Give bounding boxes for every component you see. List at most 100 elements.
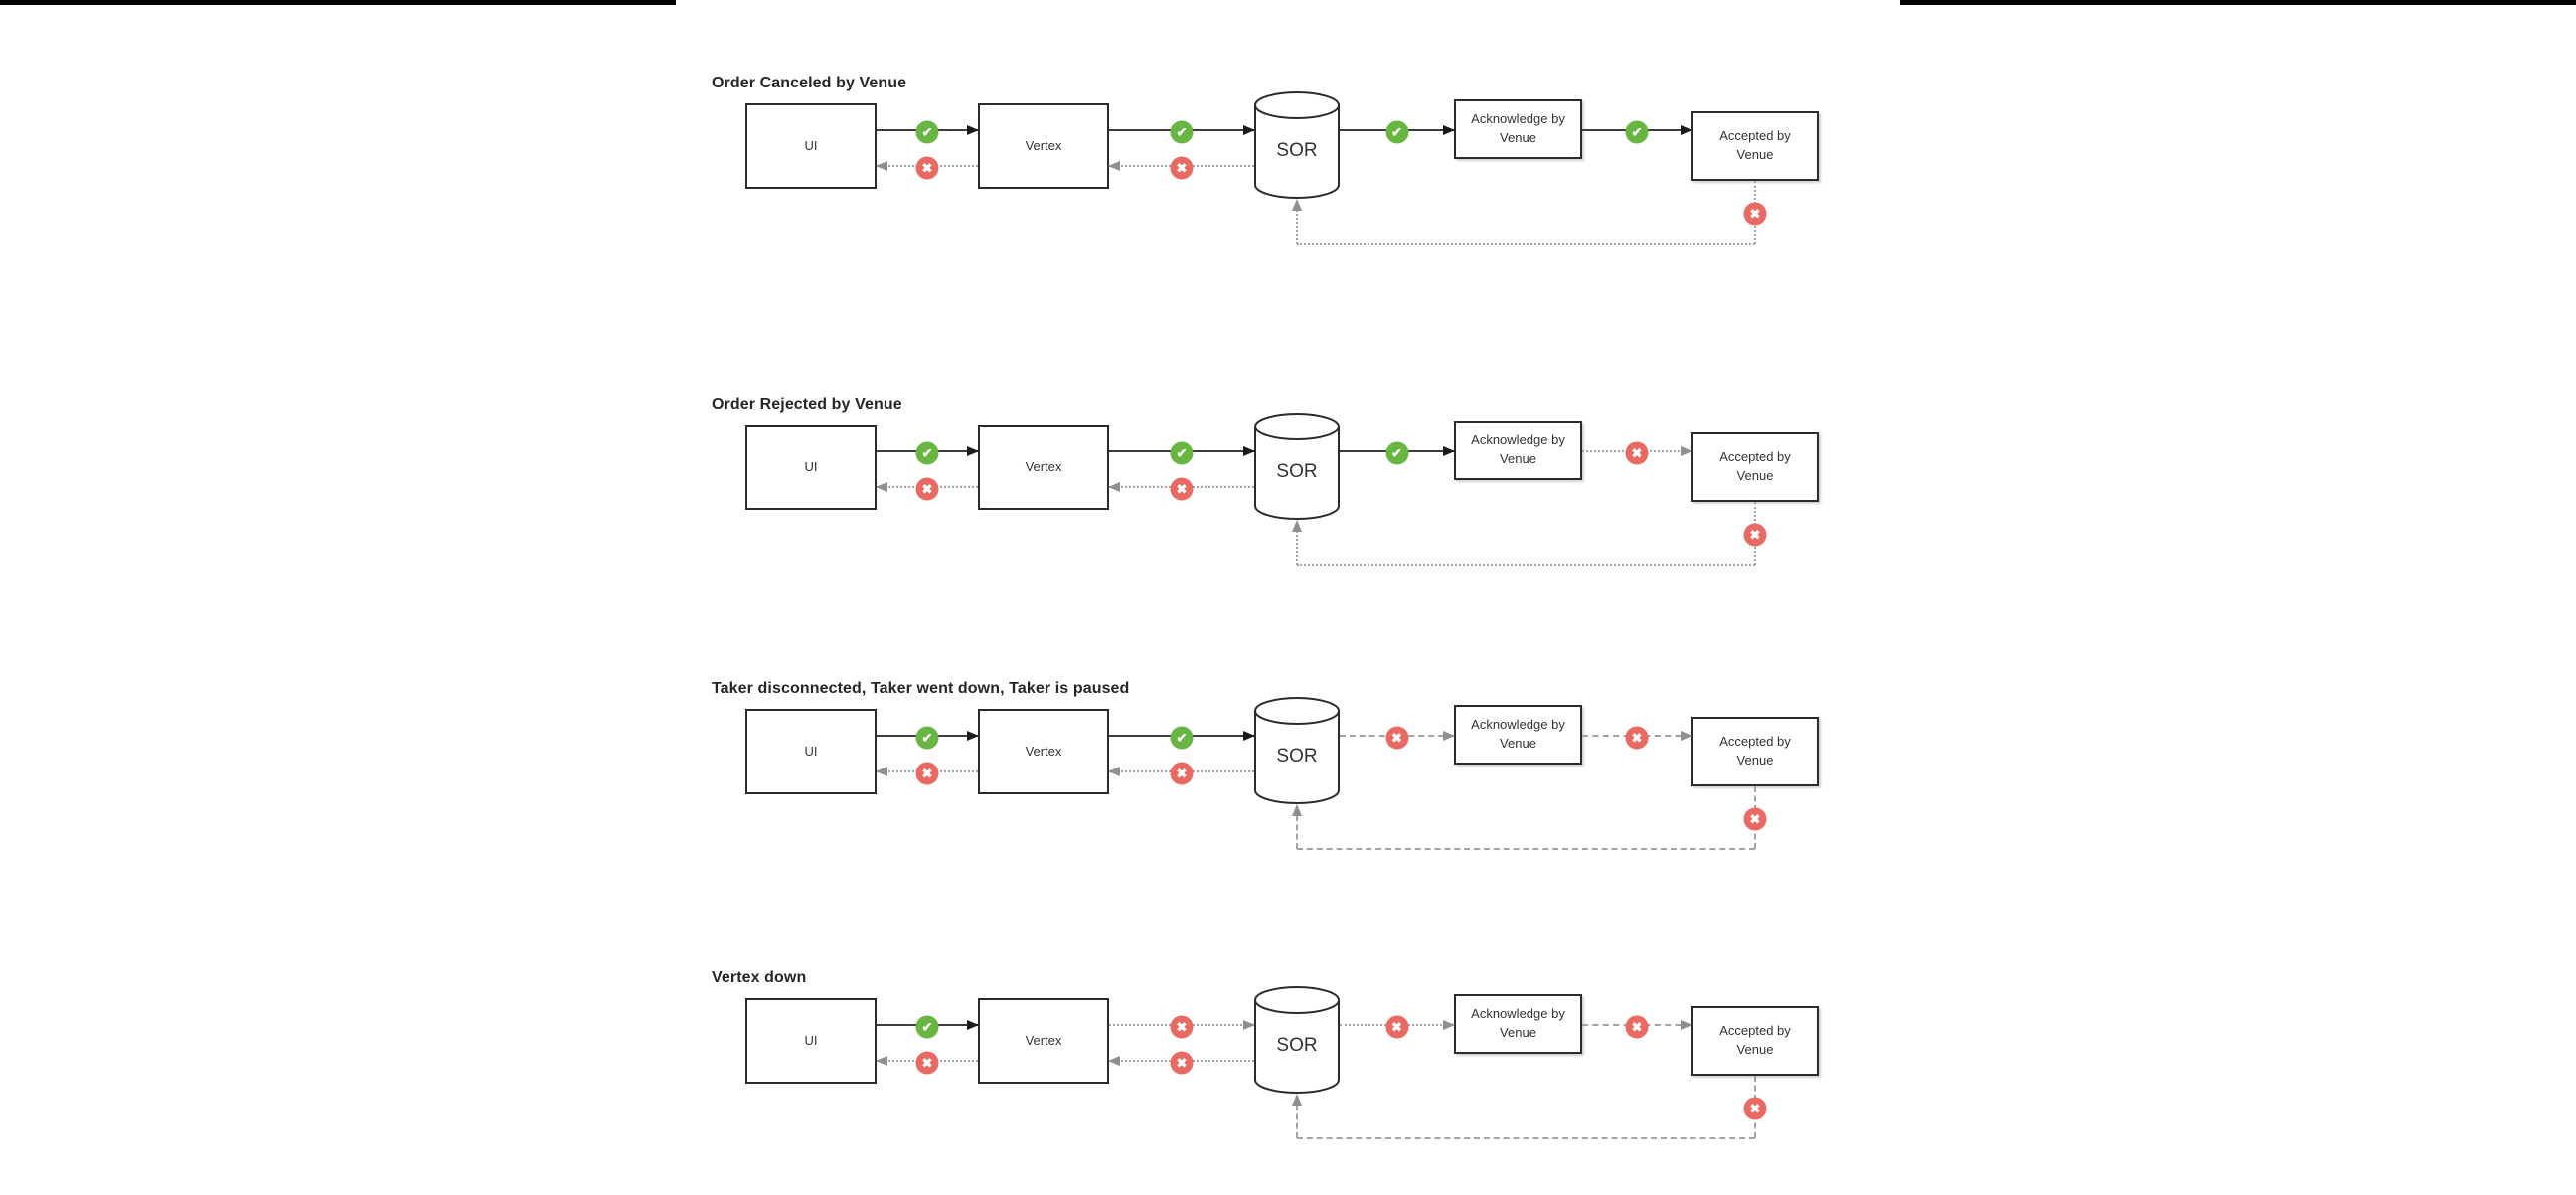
arrowhead-left-icon xyxy=(876,1056,887,1066)
node-ui-label: UI xyxy=(804,1032,818,1048)
arrowhead-right-icon xyxy=(1243,1020,1255,1030)
scenario-row: Taker disconnected, Taker went down, Tak… xyxy=(696,680,1849,914)
arrowhead-right-icon xyxy=(1443,125,1455,135)
arrowhead-right-icon xyxy=(1681,446,1692,456)
status-fail-icon: ✖ xyxy=(1743,807,1767,831)
node-sor-label: SOR xyxy=(1276,140,1318,162)
connector-sor-ack: ✔ xyxy=(1340,441,1455,465)
node-accepted-by-venue: Accepted by Venue xyxy=(1691,111,1819,181)
node-acknowledge-by-venue: Acknowledge by Venue xyxy=(1454,994,1582,1054)
arrowhead-right-icon xyxy=(967,125,979,135)
arrowhead-right-icon xyxy=(1681,1020,1692,1030)
arrowhead-left-icon xyxy=(876,482,887,492)
node-ui-label: UI xyxy=(804,458,818,474)
scenario-row: Vertex down UI Vertex SOR Acknowledge by… xyxy=(696,969,1849,1195)
arrowhead-right-icon xyxy=(1681,731,1692,741)
connector-sor-ack: ✖ xyxy=(1340,726,1455,750)
connector-vertex-sor: ✔ xyxy=(1109,726,1255,750)
connector-sor-vertex: ✖ xyxy=(1108,1051,1254,1075)
arrowhead-right-icon xyxy=(1443,731,1455,741)
arrowhead-up-icon xyxy=(1292,804,1302,816)
connector-ui-vertex: ✔ xyxy=(877,120,979,144)
status-fail-icon: ✖ xyxy=(1625,441,1649,465)
node-vertex: Vertex xyxy=(978,103,1109,189)
scenario-row: Order Rejected by Venue UI Vertex SOR Ac… xyxy=(696,396,1849,629)
status-success-icon: ✔ xyxy=(1385,120,1408,144)
arrowhead-left-icon xyxy=(1108,1056,1120,1066)
arrowhead-left-icon xyxy=(1108,767,1120,776)
top-border-left xyxy=(0,0,676,5)
status-fail-icon: ✖ xyxy=(1170,1015,1194,1039)
node-ack-label: Acknowledge by Venue xyxy=(1471,432,1565,466)
arrowhead-left-icon xyxy=(876,161,887,171)
status-fail-icon: ✖ xyxy=(1170,156,1194,180)
node-ui-label: UI xyxy=(804,137,818,153)
status-success-icon: ✔ xyxy=(1170,726,1194,750)
arrowhead-left-icon xyxy=(1108,161,1120,171)
node-ui-label: UI xyxy=(804,743,818,759)
status-success-icon: ✔ xyxy=(1170,441,1194,465)
arrowhead-right-icon xyxy=(1243,125,1255,135)
connector-vertex-sor: ✖ xyxy=(1109,1015,1255,1039)
feedback-line-to-sor xyxy=(1296,531,1298,565)
status-success-icon: ✔ xyxy=(915,726,939,750)
arrowhead-right-icon xyxy=(967,446,979,456)
connector-ack-accepted: ✖ xyxy=(1582,726,1692,750)
node-vertex: Vertex xyxy=(978,998,1109,1084)
node-accepted-by-venue: Accepted by Venue xyxy=(1691,1006,1819,1076)
status-fail-icon: ✖ xyxy=(1743,523,1767,547)
feedback-line-to-sor xyxy=(1296,210,1298,244)
node-acknowledge-by-venue: Acknowledge by Venue xyxy=(1454,705,1582,765)
status-success-icon: ✔ xyxy=(915,120,939,144)
node-acknowledge-by-venue: Acknowledge by Venue xyxy=(1454,99,1582,159)
node-vertex: Vertex xyxy=(978,425,1109,510)
node-vertex-label: Vertex xyxy=(1025,137,1062,153)
status-fail-icon: ✖ xyxy=(915,156,939,180)
node-ui: UI xyxy=(745,425,877,510)
arrowhead-right-icon xyxy=(1443,1020,1455,1030)
arrowhead-right-icon xyxy=(1681,125,1692,135)
database-cylinder-icon xyxy=(1254,413,1340,520)
node-vertex: Vertex xyxy=(978,709,1109,794)
connector-vertex-sor: ✔ xyxy=(1109,441,1255,465)
node-sor-label: SOR xyxy=(1276,461,1318,483)
database-cylinder-icon xyxy=(1254,91,1340,199)
connector-sor-ack: ✔ xyxy=(1340,120,1455,144)
connector-vertex-sor: ✔ xyxy=(1109,120,1255,144)
status-success-icon: ✔ xyxy=(915,1015,939,1039)
connector-vertex-ui: ✖ xyxy=(876,156,978,180)
arrowhead-right-icon xyxy=(1443,446,1455,456)
status-success-icon: ✔ xyxy=(1625,120,1649,144)
node-sor: SOR xyxy=(1254,986,1340,1094)
node-accepted-label: Accepted by Venue xyxy=(1719,128,1791,162)
node-ack-label: Acknowledge by Venue xyxy=(1471,717,1565,751)
connector-vertex-ui: ✖ xyxy=(876,1051,978,1075)
scenario-title: Taker disconnected, Taker went down, Tak… xyxy=(712,680,1130,697)
node-accepted-label: Accepted by Venue xyxy=(1719,449,1791,483)
feedback-line-to-sor xyxy=(1296,1105,1298,1138)
node-ack-label: Acknowledge by Venue xyxy=(1471,111,1565,145)
scenario-row: Order Canceled by Venue UI Vertex SOR Ac… xyxy=(696,75,1849,308)
node-vertex-label: Vertex xyxy=(1025,458,1062,474)
connector-ack-accepted: ✔ xyxy=(1582,120,1692,144)
node-vertex-label: Vertex xyxy=(1025,743,1062,759)
node-sor-label: SOR xyxy=(1276,746,1318,768)
node-ui: UI xyxy=(745,709,877,794)
arrowhead-right-icon xyxy=(1243,731,1255,741)
node-ui: UI xyxy=(745,998,877,1084)
arrowhead-right-icon xyxy=(1243,446,1255,456)
node-ui: UI xyxy=(745,103,877,189)
status-fail-icon: ✖ xyxy=(1385,1015,1408,1039)
connector-sor-vertex: ✖ xyxy=(1108,477,1254,501)
node-sor: SOR xyxy=(1254,91,1340,199)
connector-ui-vertex: ✔ xyxy=(877,441,979,465)
scenario-title: Order Rejected by Venue xyxy=(712,396,902,413)
database-cylinder-icon xyxy=(1254,697,1340,804)
feedback-line-horizontal xyxy=(1297,1137,1755,1139)
node-sor: SOR xyxy=(1254,413,1340,520)
feedback-line-horizontal xyxy=(1297,243,1755,245)
status-fail-icon: ✖ xyxy=(915,1051,939,1075)
feedback-line-horizontal xyxy=(1297,848,1755,850)
database-cylinder-icon xyxy=(1254,986,1340,1094)
connector-ui-vertex: ✔ xyxy=(877,726,979,750)
